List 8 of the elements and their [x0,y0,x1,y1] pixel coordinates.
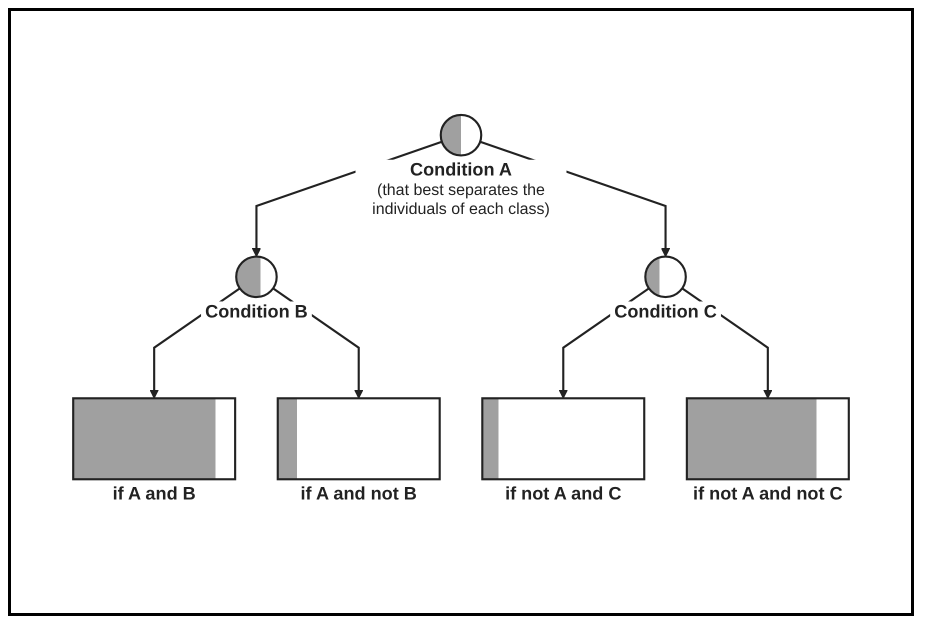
leaf-box [686,397,850,480]
split-circle [235,256,278,298]
leaf-box [481,397,646,480]
split-circle [644,256,687,298]
leaf-box [72,397,236,480]
node-caption: Condition A (that best separates the individuals of each class) [356,160,566,220]
split-circle [440,114,482,156]
leaf-box [276,397,441,480]
